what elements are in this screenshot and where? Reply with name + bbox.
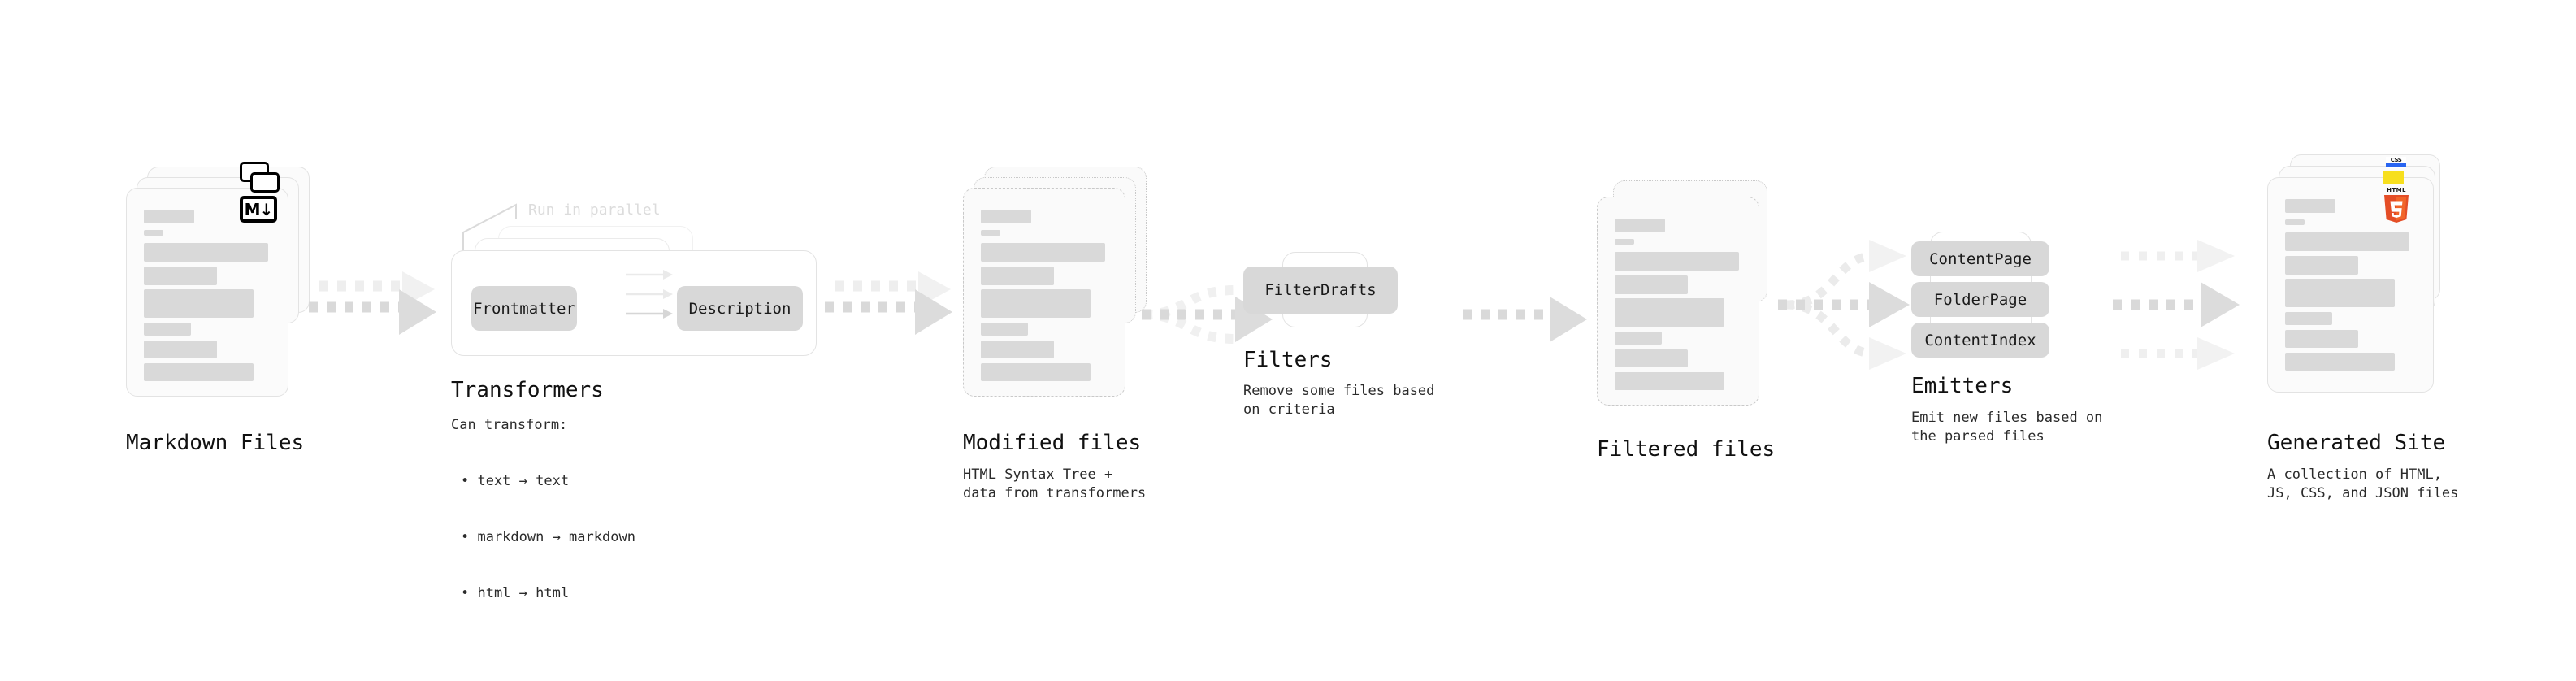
run-in-parallel-leader — [462, 203, 517, 262]
skeleton-meta — [2285, 219, 2305, 225]
stage-desc-transformers-intro: Can transform: — [451, 417, 568, 433]
stage-title-modified-files: Modified files — [963, 431, 1142, 455]
skeleton-line-5 — [1615, 349, 1688, 367]
css3-icon: CSS — [2386, 157, 2406, 168]
css3-icon-label: CSS — [2390, 157, 2402, 163]
skeleton-line-2 — [981, 267, 1054, 285]
skeleton-line-6 — [144, 363, 254, 381]
markdown-doc-front — [126, 188, 288, 397]
connector-filters-to-filtered — [1463, 297, 1587, 342]
markdown-doc-stack: M↓ — [126, 162, 313, 419]
filtered-doc-front — [1597, 197, 1759, 406]
run-in-parallel-label: Run in parallel — [528, 202, 661, 219]
stage-modified-files: Modified files HTML Syntax Tree + data f… — [963, 167, 1150, 501]
stage-desc-modified-files: HTML Syntax Tree + data from transformer… — [963, 466, 1147, 501]
stage-filtered-files: Filtered files — [1597, 180, 1784, 462]
skeleton-line-4 — [1615, 332, 1662, 345]
svg-text:HTML: HTML — [2387, 187, 2406, 193]
chip-filterdrafts[interactable]: FilterDrafts — [1243, 267, 1398, 314]
skeleton-line-3 — [144, 289, 254, 318]
transformers-bullet-1: • text → text — [461, 473, 570, 489]
skeleton-line-2 — [2285, 256, 2358, 275]
skeleton-title — [144, 210, 194, 223]
skeleton-meta — [144, 230, 163, 236]
skeleton-line-5 — [981, 340, 1054, 358]
skeleton-line-1 — [144, 243, 268, 262]
transformer-inner-arrows — [626, 270, 673, 319]
skeleton-title — [1615, 219, 1665, 232]
stage-title-emitters: Emitters — [1911, 374, 2014, 398]
stage-title-generated-site: Generated Site — [2267, 431, 2446, 455]
skeleton-line-1 — [1615, 252, 1739, 271]
skeleton-line-6 — [981, 363, 1091, 381]
skeleton-line-2 — [1615, 275, 1688, 294]
markdown-icon-back-1 — [250, 172, 280, 193]
chip-contentindex[interactable]: ContentIndex — [1911, 323, 2049, 358]
stage-desc-filters: Remove some files based on criteria — [1243, 383, 1435, 418]
skeleton-line-5 — [2285, 330, 2358, 348]
stage-generated-site: CSS HTML Generated Site A collection of … — [2267, 154, 2458, 501]
skeleton-line-4 — [2285, 312, 2332, 325]
modified-doc-front — [963, 188, 1125, 397]
transformers-bullet-2: • markdown → markdown — [461, 529, 635, 545]
chip-frontmatter[interactable]: Frontmatter — [471, 286, 577, 331]
stage-desc-generated-site: A collection of HTML, JS, CSS, and JSON … — [2267, 466, 2459, 501]
skeleton-title — [981, 210, 1031, 223]
skeleton-line-4 — [144, 323, 191, 336]
skeleton-line-5 — [144, 340, 217, 358]
filtered-doc-stack — [1597, 180, 1784, 424]
skeleton-line-1 — [2285, 232, 2409, 251]
markdown-icon: M↓ — [240, 196, 277, 223]
chip-folderpage[interactable]: FolderPage — [1911, 282, 2049, 317]
site-doc-stack: CSS HTML — [2267, 154, 2454, 414]
transformers-bullet-list: • text → text • markdown → markdown • ht… — [461, 435, 635, 640]
skeleton-meta — [1615, 239, 1634, 245]
modified-doc-stack — [963, 167, 1150, 419]
stage-title-filters: Filters — [1243, 348, 1333, 372]
stage-title-markdown-files: Markdown Files — [126, 431, 305, 455]
connector-filtered-to-emitters — [1778, 240, 1910, 370]
stage-desc-emitters: Emit new files based on the parsed files — [1911, 410, 2103, 445]
skeleton-line-6 — [2285, 353, 2395, 371]
skeleton-title — [2285, 199, 2335, 213]
css3-icon-bar — [2386, 163, 2406, 167]
chip-description[interactable]: Description — [677, 286, 803, 331]
skeleton-meta — [981, 230, 1000, 236]
skeleton-line-4 — [981, 323, 1028, 336]
connector-markdown-to-transformers — [309, 271, 436, 335]
skeleton-line-3 — [2285, 279, 2395, 307]
skeleton-line-3 — [1615, 298, 1724, 327]
skeleton-line-2 — [144, 267, 217, 285]
js-icon — [2383, 171, 2404, 184]
skeleton-line-1 — [981, 243, 1105, 262]
connector-emitters-to-site — [2113, 240, 2240, 370]
connector-transformers-to-modified — [825, 271, 952, 335]
stage-title-filtered-files: Filtered files — [1597, 437, 1776, 462]
skeleton-line-3 — [981, 289, 1091, 318]
stage-markdown-files: M↓ Markdown Files — [126, 162, 313, 455]
chip-contentpage[interactable]: ContentPage — [1911, 241, 2049, 276]
transformers-bullet-3: • html → html — [461, 585, 570, 601]
html5-icon: HTML — [2384, 187, 2409, 223]
stage-title-transformers: Transformers — [451, 378, 604, 402]
skeleton-line-6 — [1615, 372, 1724, 390]
